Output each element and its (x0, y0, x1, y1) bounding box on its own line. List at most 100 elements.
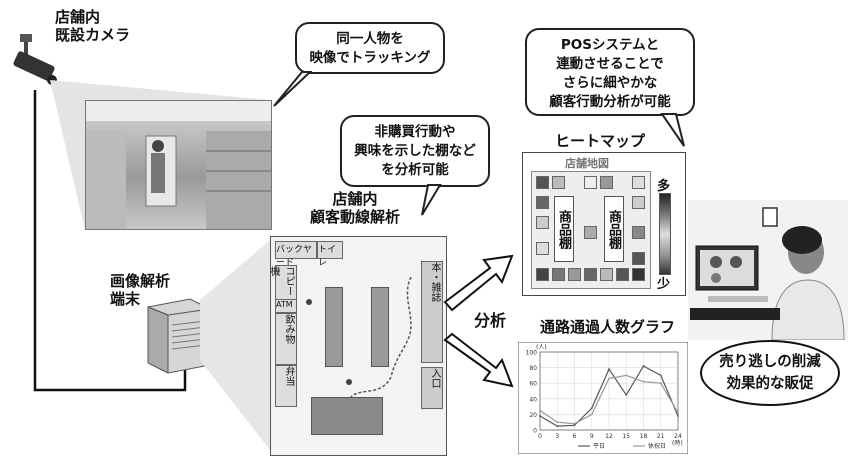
product-shelf-right (371, 287, 389, 367)
heat-cell (536, 242, 549, 255)
customer-path (306, 276, 412, 398)
floor-title: 店舗内 顧客動線解析 (310, 190, 401, 226)
y-tick-label: 20 (529, 412, 537, 419)
bubble-tail (421, 184, 442, 216)
atm-area: ATM (275, 299, 297, 313)
books-shelf: 本・雑誌 (421, 261, 443, 363)
series-point-2 (590, 413, 593, 416)
y-tick-label: 40 (529, 396, 537, 403)
bubble-tail (660, 113, 685, 147)
heat-cell (632, 196, 645, 209)
heat-cell (536, 196, 549, 209)
entrance-area: 入口 (421, 367, 443, 409)
y-unit-label: (人) (536, 344, 547, 351)
y-tick-label: 0 (533, 428, 537, 435)
toilet-area: トイレ (317, 241, 343, 268)
heat-cell (632, 226, 645, 239)
x-unit-label: (時) (672, 439, 683, 447)
plot-frame (539, 351, 679, 431)
bubble-shelf-analysis: 非購買行動や 興味を示した棚など を分析可能 (340, 115, 490, 187)
result-bubble: 売り逃しの削減 効果的な販促 (700, 340, 840, 406)
chart-grid (539, 351, 679, 431)
heatmap-panel: 店舗地図 商品棚 商品棚 多 少 (522, 152, 686, 296)
chart-labels: 0 20 40 60 80 100 0 3 6 9 12 15 18 21 24 (人) (時) 平日 休祝日 (526, 344, 683, 450)
x-tick-label: 21 (657, 433, 665, 440)
series-point-1 (556, 425, 559, 427)
series-point-1 (573, 424, 576, 427)
series-point-1 (608, 368, 610, 371)
bubble-tracking: 同一人物を 映像でトラッキング (295, 22, 445, 74)
heatmap-title: ヒートマップ (555, 132, 646, 150)
person-at-computer-image (688, 200, 848, 340)
series-point-2 (556, 421, 559, 424)
heat-cell (536, 268, 549, 281)
series-point-2 (677, 411, 679, 414)
bubble-tail (273, 71, 312, 107)
y-tick-label: 100 (526, 350, 538, 357)
legend-label-1: 平日 (593, 443, 605, 450)
y-tick-label: 60 (529, 381, 537, 388)
drinks-shelf: 飲み物 (275, 313, 297, 365)
graph-title: 通路通過人数グラフ (540, 318, 676, 336)
camera-label: 店舗内 既設カメラ (55, 8, 131, 44)
heat-cell (552, 268, 565, 281)
heat-cell (600, 176, 613, 189)
shelf-label-left: 商品棚 (554, 196, 574, 262)
floor-plan: バックヤード トイレ コピー機 ATM 飲み物 弁当 本・雑誌 入口 (268, 236, 447, 456)
series-point-1 (625, 394, 628, 396)
heat-cell (600, 268, 613, 281)
x-tick-label: 24 (674, 433, 682, 440)
series-point-1 (590, 407, 593, 410)
x-tick-label: 18 (640, 433, 648, 440)
series-point-1 (539, 415, 541, 417)
heat-cell (584, 268, 597, 281)
series-point-2 (539, 409, 541, 412)
backyard-area: バックヤード (275, 241, 317, 268)
series-point-2 (573, 422, 576, 425)
analysis-arrows (443, 254, 514, 388)
legend-label-2: 休祝日 (648, 442, 666, 450)
heat-cell (552, 176, 565, 189)
server-icon (147, 298, 211, 374)
shelf-label-right: 商品棚 (604, 196, 624, 262)
heatmap-grid: 商品棚 商品棚 (531, 171, 651, 289)
x-tick-label: 15 (622, 433, 630, 440)
series-point-1 (659, 374, 662, 377)
x-tick-label: 6 (573, 433, 577, 440)
projection-cone (200, 240, 270, 450)
series-point-2 (625, 374, 628, 377)
series-point-2 (608, 377, 610, 380)
legend-high: 多 (657, 179, 671, 194)
x-tick-label: 9 (590, 433, 594, 440)
heat-cell (536, 176, 549, 189)
heat-cell (632, 268, 645, 281)
copy-machine-area: コピー機 (268, 265, 297, 301)
y-tick-label: 80 (529, 365, 537, 372)
heat-cell (632, 252, 645, 265)
heat-cell (584, 176, 597, 189)
series-point-1 (642, 365, 645, 367)
heat-cell (536, 216, 549, 229)
chart-series (539, 365, 679, 427)
heat-cell (584, 226, 597, 239)
heat-cell (632, 176, 645, 189)
product-shelf-left (325, 287, 343, 367)
bubble-pos: POSシステムと 連動させることで さらに細やかな 顧客行動分析が可能 (525, 28, 695, 116)
heat-cell (616, 268, 629, 281)
x-tick-label: 0 (538, 433, 542, 440)
x-tick-label: 12 (605, 433, 613, 440)
counter (311, 397, 383, 435)
heat-legend-bar (659, 193, 671, 275)
bento-shelf: 弁当 (275, 365, 297, 407)
series-point-2 (659, 382, 662, 385)
series-point-1 (677, 415, 679, 417)
store-map-label: 店舗地図 (565, 157, 609, 170)
analysis-label: 分析 (474, 311, 507, 330)
x-tick-label: 3 (555, 433, 559, 440)
series-point-2 (642, 380, 645, 383)
terminal-label: 画像解析 端末 (110, 272, 171, 308)
store-camera-photo (85, 100, 272, 230)
pass-count-chart: 0 20 40 60 80 100 0 3 6 9 12 15 18 21 24 (人) (時) 平日 休祝日 (518, 342, 688, 454)
heat-cell (568, 268, 581, 281)
legend-low: 少 (657, 277, 671, 292)
